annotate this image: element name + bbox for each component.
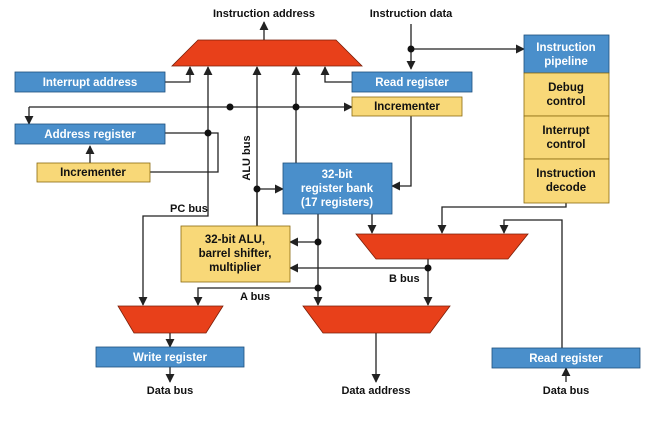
data-bus-left-label: Data bus xyxy=(147,385,193,397)
junction-dot xyxy=(314,238,322,246)
wire-interrupt-to-mux xyxy=(165,66,195,83)
register-bank-line-1: 32-bit xyxy=(322,169,353,181)
instruction-pipeline-line-1: Instruction xyxy=(536,42,595,54)
wire-decode-to-mux xyxy=(437,203,567,234)
instruction-pipeline-block: Instruction pipeline xyxy=(523,34,610,74)
wire-incrementer-to-bank xyxy=(391,116,412,191)
data-bus-right-label: Data bus xyxy=(543,385,589,397)
incrementer-top-label: Incrementer xyxy=(374,101,440,113)
debug-control-line-1: Debug xyxy=(548,82,584,94)
incrementer-top-block: Incrementer xyxy=(351,96,463,117)
alu-block: 32-bit ALU, barrel shifter, multiplier xyxy=(180,225,291,283)
write-register-mux xyxy=(117,305,224,334)
register-bank-block: 32-bit register bank (17 registers) xyxy=(282,162,393,215)
register-bank-line-2: register bank xyxy=(301,183,374,195)
alu-bus-label: ALU bus xyxy=(241,135,253,180)
junction-dot xyxy=(424,264,432,272)
interrupt-control-line-1: Interrupt xyxy=(542,125,589,137)
junction-dot xyxy=(292,103,300,111)
debug-control-block: Debug control xyxy=(523,72,610,117)
wires xyxy=(24,21,571,383)
wire-incrementer-left-out xyxy=(150,132,219,173)
register-bank-line-3: (17 registers) xyxy=(301,197,373,209)
instruction-data-label: Instruction data xyxy=(370,8,453,20)
b-bus-label: B bus xyxy=(389,273,420,285)
wire-pc-bus xyxy=(138,200,209,306)
read-register-top-label: Read register xyxy=(375,77,449,89)
incrementer-left-block: Incrementer xyxy=(36,162,151,183)
junction-dot xyxy=(204,129,212,137)
junction-dot xyxy=(253,185,261,193)
interrupt-control-block: Interrupt control xyxy=(523,115,610,160)
interrupt-address-block: Interrupt address xyxy=(14,71,166,93)
junction-dots xyxy=(204,45,432,292)
write-register-label: Write register xyxy=(133,352,207,364)
b-bus-mux xyxy=(355,233,529,260)
incrementer-left-label: Incrementer xyxy=(60,167,126,179)
instruction-decode-line-1: Instruction xyxy=(536,168,595,180)
alu-line-2: barrel shifter, xyxy=(199,248,272,260)
junction-dot xyxy=(314,284,322,292)
alu-line-1: 32-bit ALU, xyxy=(205,234,265,246)
junction-dot xyxy=(407,45,415,53)
junction-dot xyxy=(226,103,234,111)
wire-read-register-bottom xyxy=(499,219,563,348)
labels: Instruction address Instruction data ALU… xyxy=(147,8,589,397)
data-address-mux xyxy=(302,305,451,334)
wire-a-bus-left xyxy=(193,287,318,306)
wire-read-register-to-mux xyxy=(320,66,352,83)
address-register-label: Address register xyxy=(44,129,136,141)
multiplexers xyxy=(117,39,529,334)
read-register-top-block: Read register xyxy=(351,71,473,93)
data-address-label: Data address xyxy=(341,385,410,397)
alu-line-3: multiplier xyxy=(209,262,261,274)
address-register-block: Address register xyxy=(14,123,166,145)
interrupt-control-line-2: control xyxy=(547,139,586,151)
a-bus-label: A bus xyxy=(240,291,270,303)
read-register-bottom-label: Read register xyxy=(529,353,603,365)
instruction-address-mux xyxy=(171,39,363,67)
read-register-bottom-block: Read register xyxy=(491,347,641,369)
write-register-block: Write register xyxy=(95,346,245,368)
instruction-decode-line-2: decode xyxy=(546,182,586,194)
instruction-decode-block: Instruction decode xyxy=(523,158,610,204)
instruction-address-label: Instruction address xyxy=(213,8,315,20)
instruction-pipeline-line-2: pipeline xyxy=(544,56,587,68)
pc-bus-label: PC bus xyxy=(170,203,208,215)
debug-control-line-2: control xyxy=(547,96,586,108)
interrupt-address-label: Interrupt address xyxy=(43,77,138,89)
